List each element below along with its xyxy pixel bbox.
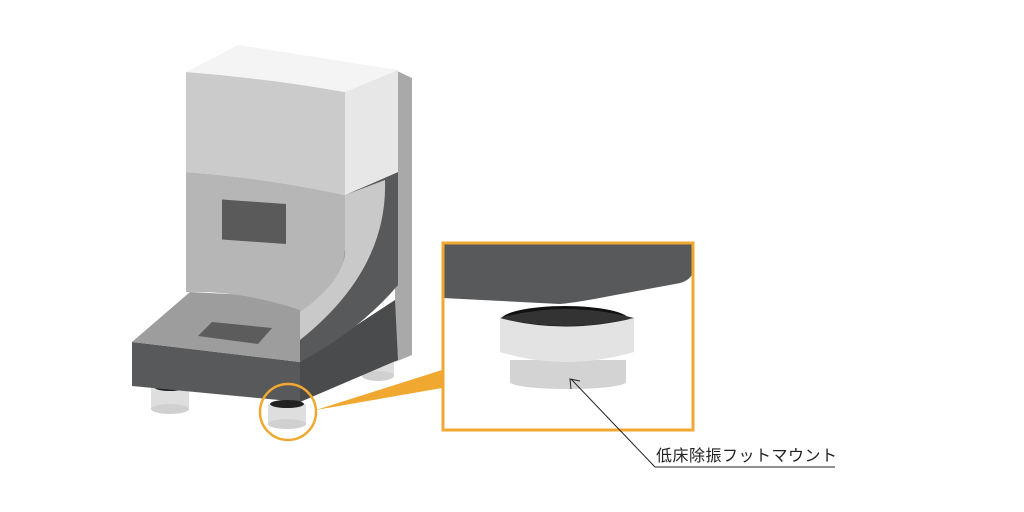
inset-detail	[441, 241, 695, 432]
foot-mount-label: 低床除振フットマウント	[656, 446, 838, 465]
base-right-face	[300, 300, 398, 402]
leader-arrow	[569, 378, 835, 468]
upper-box-side	[345, 70, 398, 195]
lower-body-side-light	[300, 180, 386, 340]
highlight-circle	[258, 382, 318, 442]
rear-panel	[395, 70, 412, 362]
front-right-foot	[268, 400, 306, 429]
callout-pointer	[316, 370, 442, 410]
upper-box-front	[186, 72, 345, 195]
upper-box-top	[186, 45, 398, 92]
base-recess	[198, 322, 272, 344]
display-window	[222, 199, 286, 244]
